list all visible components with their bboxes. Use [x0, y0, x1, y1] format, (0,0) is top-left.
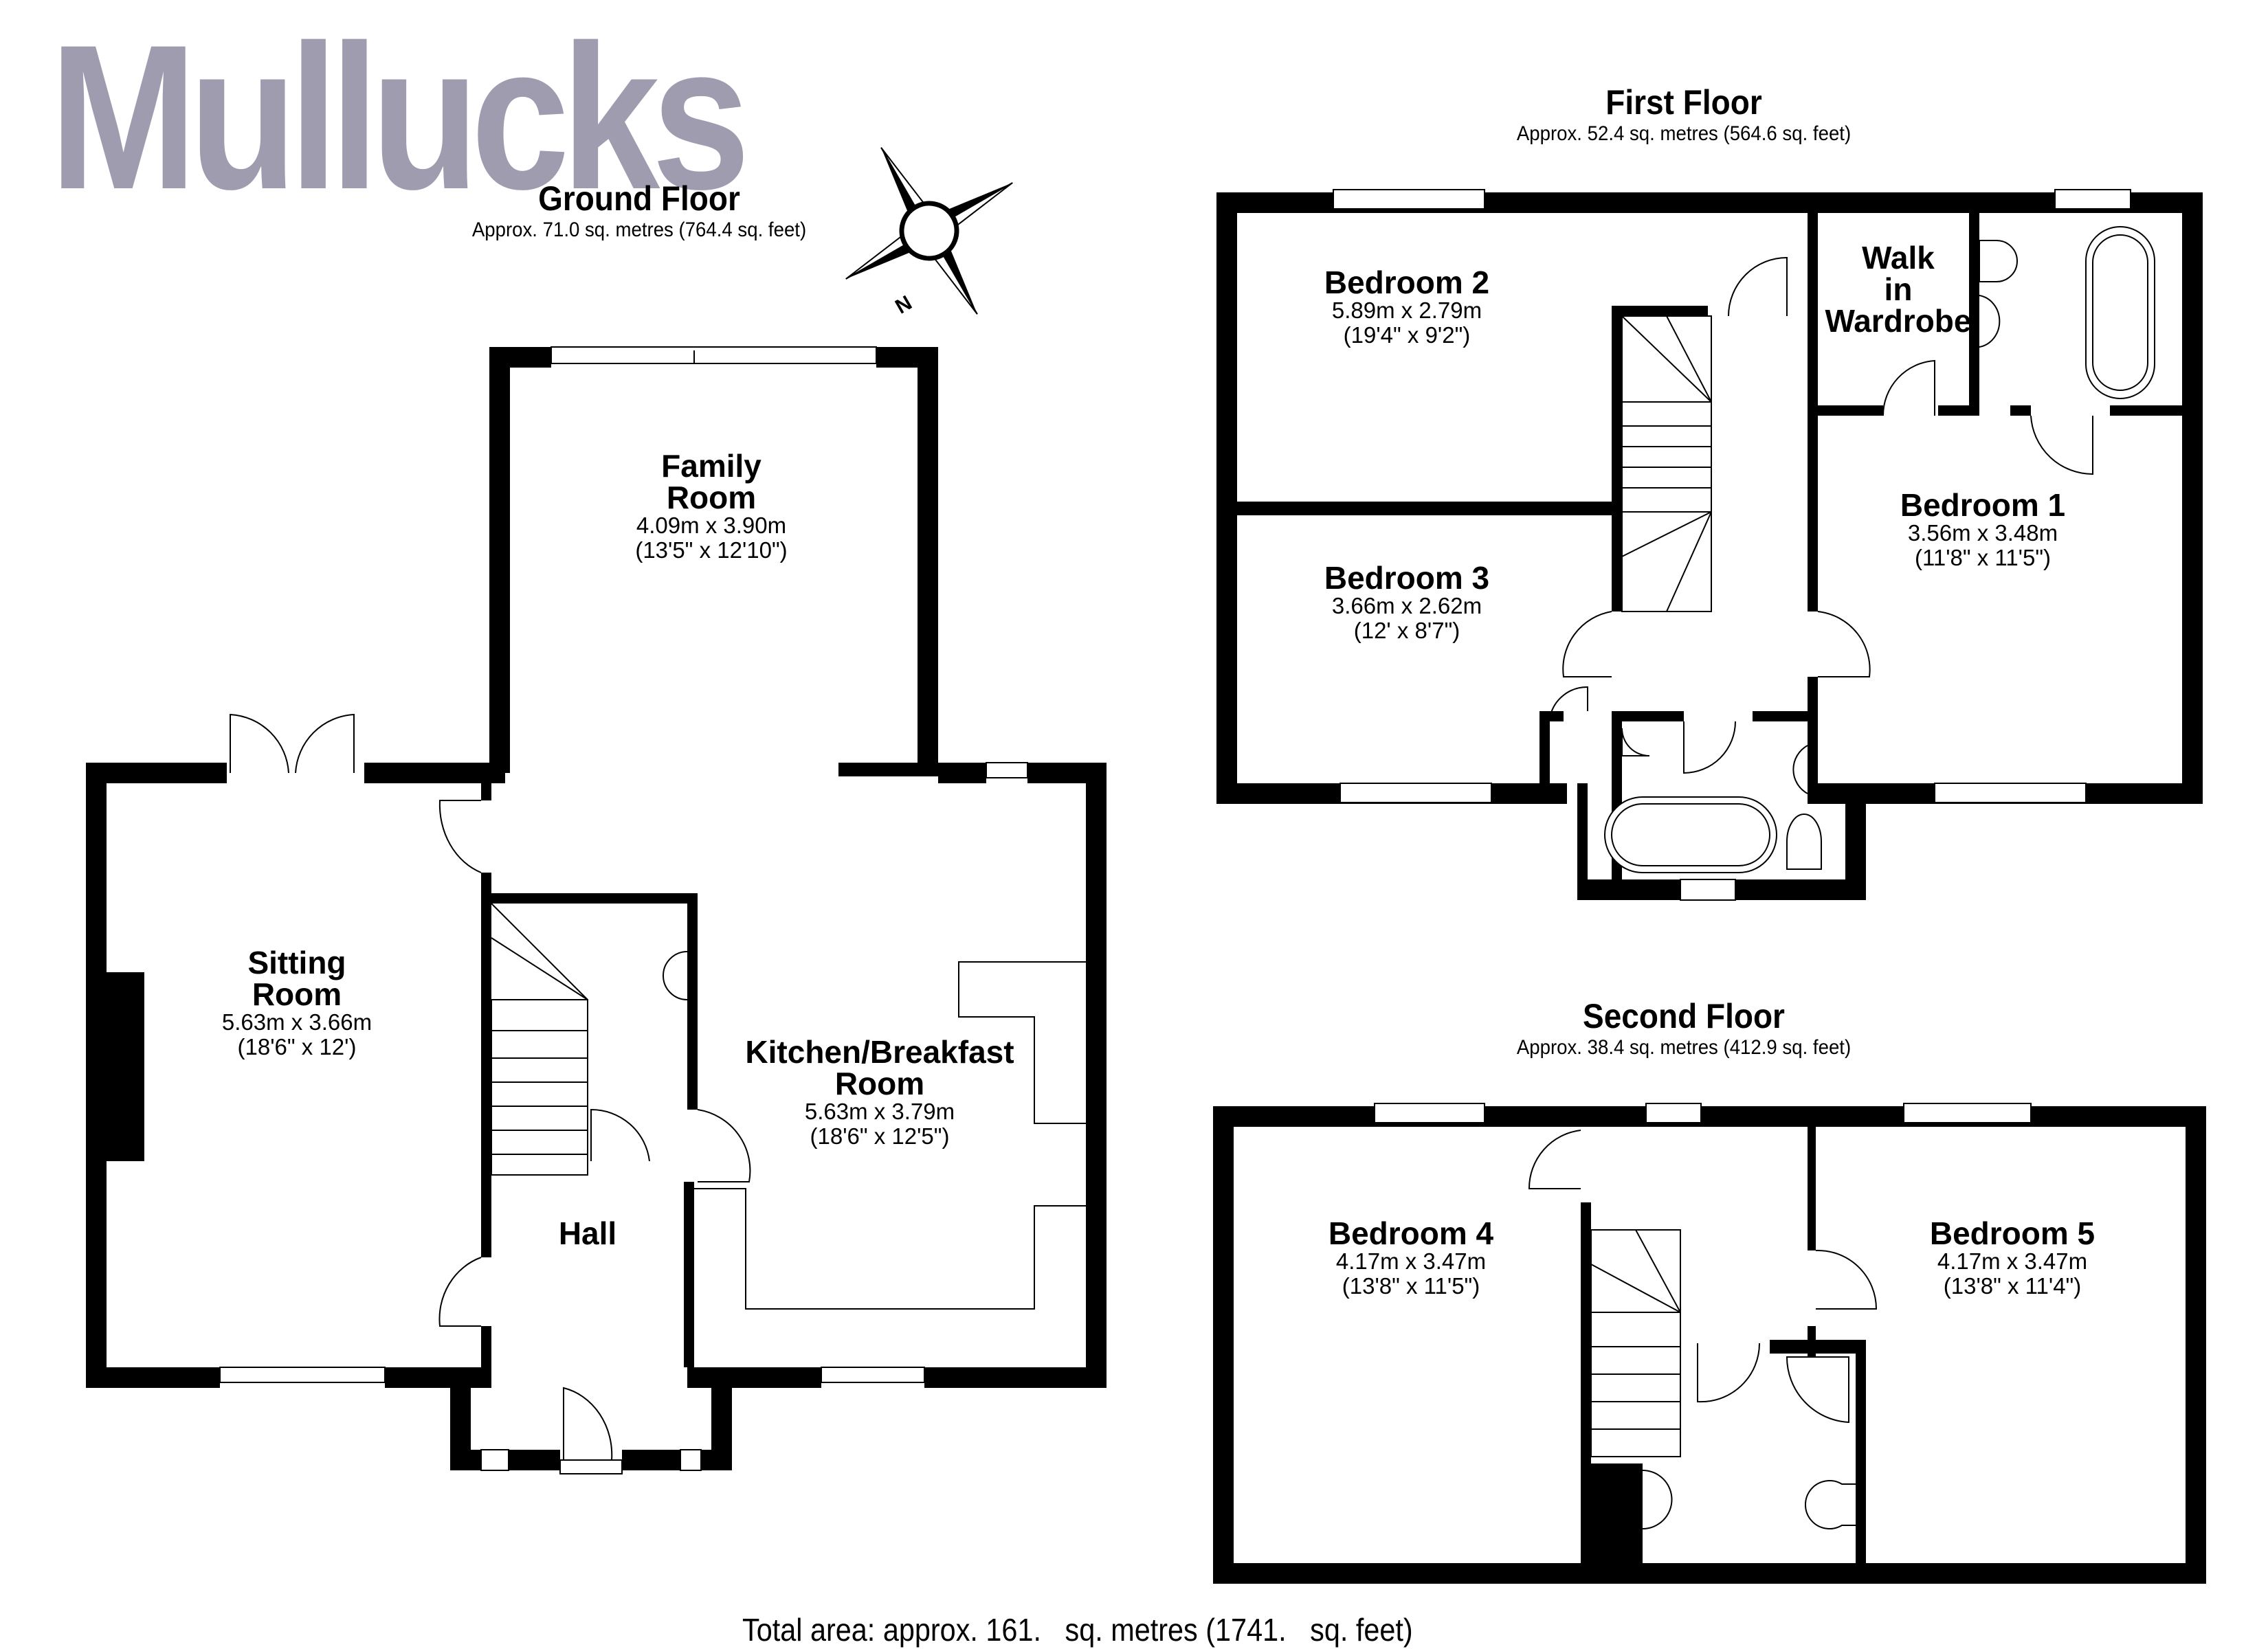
room-name: Bedroom 5 [1929, 1215, 2095, 1251]
room-family-room: Family Room 4.09m x 3.90m (13'5" x 12'10… [635, 450, 787, 563]
second-floor-area: Approx. 38.4 sq. metres (412.9 sq. feet) [1516, 1036, 1852, 1059]
room-bedroom-4: Bedroom 4 4.17m x 3.47m (13'8" x 11'5") [1328, 1218, 1493, 1299]
room-name: Hall [558, 1215, 617, 1251]
room-imperial: (19'4" x 9'2") [1343, 322, 1471, 348]
room-metric: 3.56m x 3.48m [1907, 520, 2058, 546]
room-name: Bedroom 1 [1900, 487, 2066, 523]
room-name: Room [834, 1066, 925, 1101]
room-name: Room [252, 976, 342, 1012]
room-metric: 4.17m x 3.47m [1335, 1248, 1487, 1274]
room-imperial: (12' x 8'7") [1353, 618, 1460, 644]
room-metric: 4.09m x 3.90m [636, 513, 787, 538]
room-sitting-room: Sitting Room 5.63m x 3.66m (18'6" x 12') [222, 947, 372, 1060]
room-name: Room [666, 480, 757, 515]
room-bedroom-2: Bedroom 2 5.89m x 2.79m (19'4" x 9'2") [1324, 267, 1489, 348]
first-floor-heading: First Floor Approx. 52.4 sq. metres (564… [1471, 84, 1897, 146]
room-kitchen-breakfast: Kitchen/Breakfast Room 5.63m x 3.79m (18… [745, 1036, 1014, 1149]
ground-floor-plan [86, 346, 1107, 1474]
room-name: Sitting [247, 945, 346, 980]
second-floor-plan [1213, 1103, 2206, 1584]
room-imperial: (11'8" x 11'5") [1914, 545, 2052, 571]
room-imperial: (18'6" x 12') [237, 1034, 357, 1060]
ground-floor-heading: Ground Floor Approx. 71.0 sq. metres (76… [426, 180, 852, 243]
room-walk-in-wardrobe: Walk in Wardrobe [1825, 242, 1972, 337]
room-imperial: (18'6" x 12'5") [810, 1123, 950, 1149]
second-floor-heading: Second Floor Approx. 38.4 sq. metres (41… [1471, 998, 1897, 1060]
room-imperial: (13'5" x 12'10") [635, 537, 788, 563]
room-bedroom-3: Bedroom 3 3.66m x 2.62m (12' x 8'7") [1324, 562, 1489, 644]
room-name: in [1884, 271, 1913, 307]
room-hall: Hall [559, 1218, 616, 1249]
room-imperial: (13'8" x 11'4") [1943, 1273, 2082, 1299]
room-imperial: (13'8" x 11'5") [1342, 1273, 1480, 1299]
room-bedroom-5: Bedroom 5 4.17m x 3.47m (13'8" x 11'4") [1930, 1218, 2095, 1299]
compass-icon [845, 147, 1013, 315]
room-bedroom-1: Bedroom 1 3.56m x 3.48m (11'8" x 11'5") [1900, 489, 2065, 571]
ground-floor-area: Approx. 71.0 sq. metres (764.4 sq. feet) [471, 218, 807, 241]
room-name: Bedroom 2 [1324, 265, 1490, 300]
room-metric: 5.63m x 3.79m [804, 1099, 955, 1124]
compass-north-label: N [891, 291, 915, 318]
room-metric: 3.66m x 2.62m [1331, 593, 1482, 618]
room-metric: 5.63m x 3.66m [221, 1009, 373, 1035]
first-floor-title: First Floor [1605, 83, 1762, 122]
room-name: Walk [1862, 240, 1935, 276]
room-name: Bedroom 4 [1328, 1215, 1494, 1251]
room-metric: 5.89m x 2.79m [1331, 298, 1482, 323]
room-name: Kitchen/Breakfast [745, 1034, 1014, 1070]
brand-logo: Mullucks [49, 1, 751, 232]
first-floor-area: Approx. 52.4 sq. metres (564.6 sq. feet) [1516, 122, 1852, 145]
room-metric: 4.17m x 3.47m [1937, 1248, 2088, 1274]
second-floor-title: Second Floor [1583, 997, 1785, 1035]
room-name: Wardrobe [1825, 303, 1972, 339]
room-name: Bedroom 3 [1324, 560, 1490, 596]
first-floor-plan [1216, 189, 2203, 901]
total-area: Total area: approx. 161. sq. metres (174… [742, 1612, 1413, 1648]
ground-floor-title: Ground Floor [538, 179, 740, 218]
room-name: Family [661, 448, 761, 484]
